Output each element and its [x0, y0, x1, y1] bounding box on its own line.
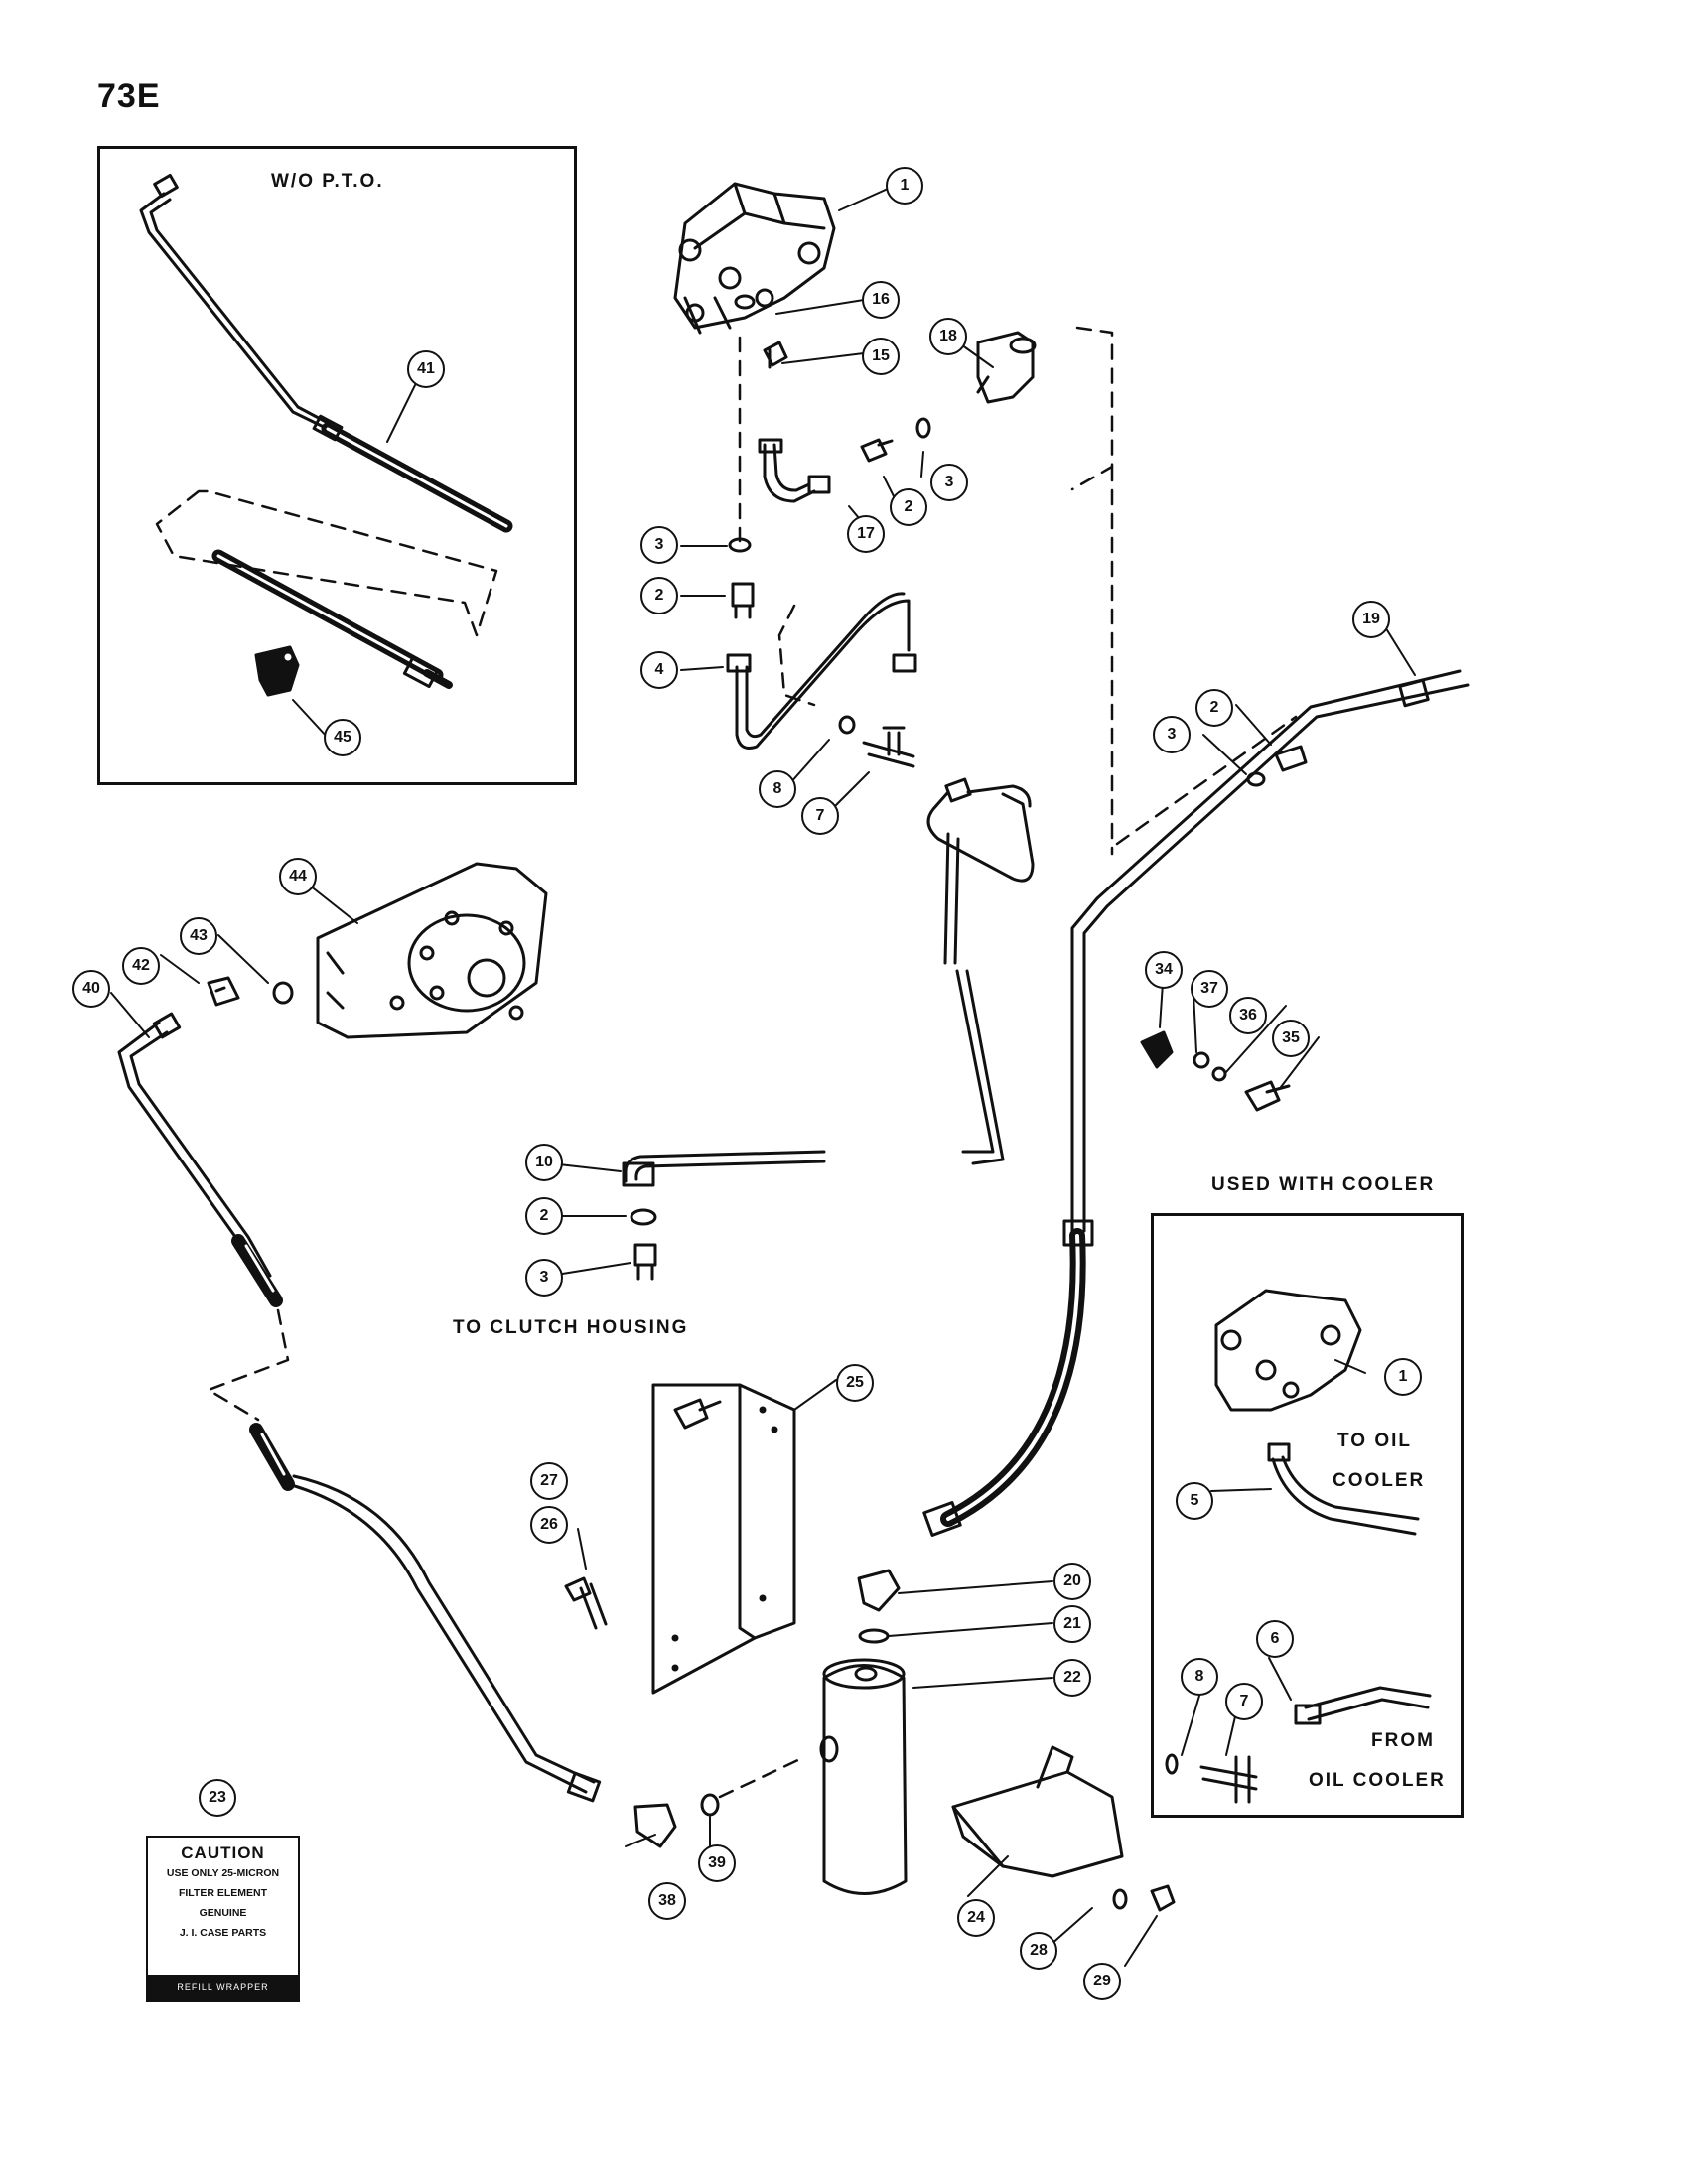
pump-44-drawing: [316, 862, 548, 1039]
callout-2: 2: [525, 1197, 563, 1235]
callout-42: 42: [122, 947, 160, 985]
decal-line: GENUINE: [199, 1907, 247, 1919]
label-cooler: COOLER: [1333, 1470, 1426, 1491]
callout-36: 36: [1229, 997, 1267, 1034]
callout-20: 20: [1053, 1563, 1091, 1600]
callout-34: 34: [1145, 951, 1183, 989]
pto-dashed-outline: [155, 489, 498, 637]
caution-decal: CAUTION USE ONLY 25-MICRON FILTER ELEMEN…: [146, 1836, 300, 2002]
callout-10: 10: [525, 1144, 563, 1181]
callout-8: 8: [1181, 1658, 1218, 1696]
no-pto-panel: W/O P.T.O.: [97, 146, 577, 785]
callout-7: 7: [1225, 1683, 1263, 1720]
callout-41: 41: [407, 350, 445, 388]
callout-28: 28: [1020, 1932, 1057, 1970]
callout-2: 2: [640, 577, 678, 614]
callout-44: 44: [279, 858, 317, 895]
callout-3: 3: [525, 1259, 563, 1297]
callout-40: 40: [72, 970, 110, 1008]
label-from: FROM: [1371, 1730, 1435, 1751]
label-oil-cooler: OIL COOLER: [1309, 1770, 1446, 1791]
decal-line: FILTER ELEMENT: [178, 1887, 268, 1899]
decal-line: USE ONLY 25-MICRON: [166, 1867, 280, 1879]
callout-16: 16: [862, 281, 900, 319]
callout-15: 15: [862, 338, 900, 375]
callout-39: 39: [698, 1844, 736, 1882]
callout-18: 18: [929, 318, 967, 355]
callout-1: 1: [1384, 1358, 1422, 1396]
callout-5: 5: [1176, 1482, 1213, 1520]
callout-4: 4: [640, 651, 678, 689]
cooler-valve-1-drawing: [1214, 1289, 1362, 1412]
decal-line: J. I. CASE PARTS: [179, 1927, 267, 1939]
callout-24: 24: [957, 1899, 995, 1937]
callout-17: 17: [847, 515, 885, 553]
decal-heading: CAUTION: [181, 1843, 265, 1862]
callout-37: 37: [1191, 970, 1228, 1008]
callout-26: 26: [530, 1506, 568, 1544]
cooler-panel-title: USED WITH COOLER: [1211, 1174, 1436, 1195]
label-to-clutch-housing: TO CLUTCH HOUSING: [453, 1317, 689, 1338]
callout-3: 3: [640, 526, 678, 564]
callout-38: 38: [648, 1882, 686, 1920]
callout-27: 27: [530, 1462, 568, 1500]
pto-tube-assembly: [139, 173, 513, 689]
callout-19: 19: [1352, 601, 1390, 638]
decal-band: REFILL WRAPPER: [148, 1975, 298, 2000]
cooler-panel: [1151, 1213, 1464, 1818]
callout-22: 22: [1053, 1659, 1091, 1697]
callout-3: 3: [930, 464, 968, 501]
page-number: 73E: [97, 77, 161, 115]
callout-2: 2: [890, 488, 927, 526]
label-to-oil: TO OIL: [1337, 1431, 1412, 1451]
callout-45: 45: [324, 719, 361, 756]
callout-3: 3: [1153, 716, 1191, 753]
callout-43: 43: [180, 917, 217, 955]
callout-7: 7: [801, 797, 839, 835]
callout-6: 6: [1256, 1620, 1294, 1658]
callout-1: 1: [886, 167, 923, 205]
callout-21: 21: [1053, 1605, 1091, 1643]
clip-45: [254, 645, 300, 697]
callout-8: 8: [759, 770, 796, 808]
callout-29: 29: [1083, 1963, 1121, 2000]
valve-1-drawing: [673, 182, 836, 335]
callout-2: 2: [1195, 689, 1233, 727]
callout-35: 35: [1272, 1020, 1310, 1057]
callout-23: 23: [199, 1779, 236, 1817]
callout-25: 25: [836, 1364, 874, 1402]
no-pto-panel-title: W/O P.T.O.: [271, 171, 384, 192]
